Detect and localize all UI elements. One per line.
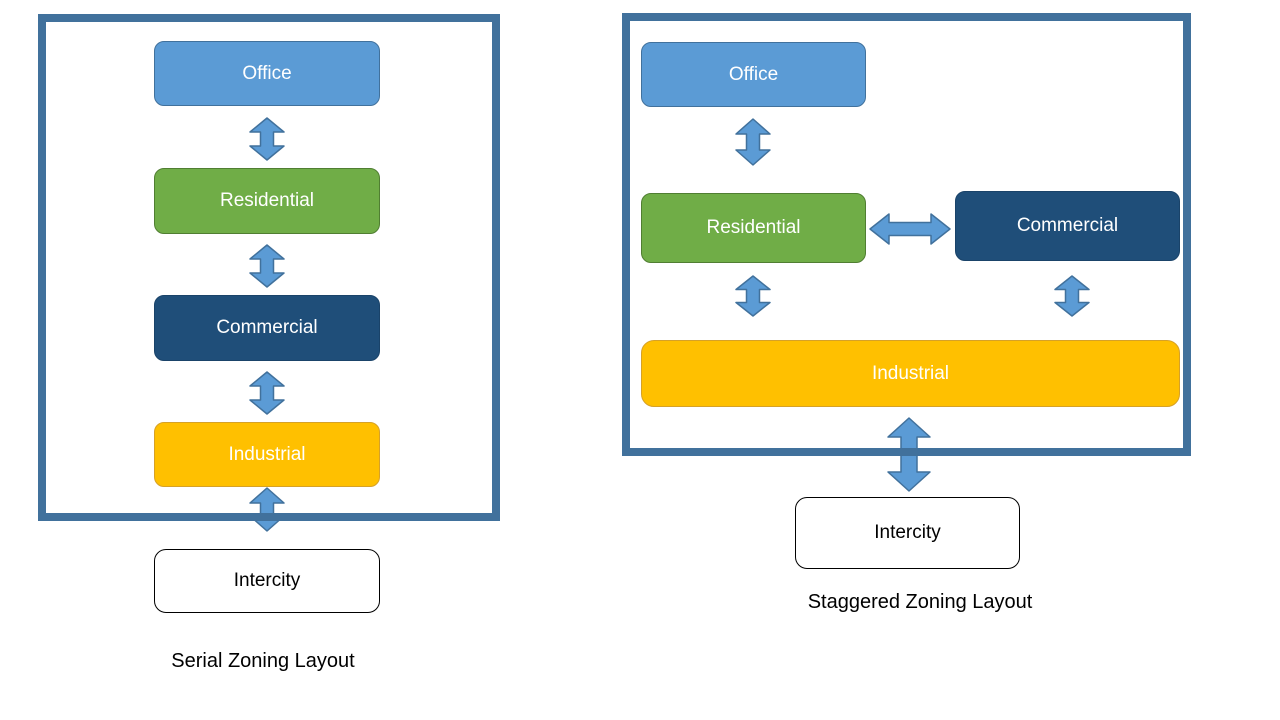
staggered-residential-label: Residential [706,217,801,238]
staggered-arrow-office-residential-icon [735,118,771,166]
serial-arrow-commercial-industrial-icon [249,371,285,415]
staggered-office-box: Office [641,42,866,107]
serial-arrow-industrial-intercity-icon [249,487,285,532]
serial-residential-box: Residential [154,168,380,234]
serial-commercial-label: Commercial [216,317,318,338]
serial-office-box: Office [154,41,380,106]
staggered-intercity-label: Intercity [874,522,941,543]
serial-commercial-box: Commercial [154,295,380,361]
serial-intercity-label: Intercity [233,570,301,591]
serial-arrow-office-residential-icon [249,117,285,161]
serial-arrow-residential-commercial-icon [249,244,285,288]
staggered-arrow-residential-industrial-icon [735,275,771,317]
staggered-arrow-residential-commercial-icon [869,213,951,245]
staggered-residential-box: Residential [641,193,866,263]
serial-office-label: Office [242,62,292,84]
staggered-caption: Staggered Zoning Layout [807,591,1033,613]
staggered-arrow-industrial-intercity-icon [887,417,931,492]
staggered-office-label: Office [728,63,779,85]
staggered-industrial-label: Industrial [871,362,950,384]
staggered-commercial-label: Commercial [1016,215,1119,236]
serial-industrial-label: Industrial [228,443,306,465]
serial-intercity-box: Intercity [154,549,380,613]
serial-caption: Serial Zoning Layout [171,650,355,672]
serial-industrial-box: Industrial [154,422,380,487]
staggered-arrow-commercial-industrial-icon [1054,275,1090,317]
serial-residential-label: Residential [220,190,314,211]
staggered-industrial-box: Industrial [641,340,1180,407]
staggered-commercial-box: Commercial [955,191,1180,261]
staggered-intercity-box: Intercity [795,497,1020,569]
